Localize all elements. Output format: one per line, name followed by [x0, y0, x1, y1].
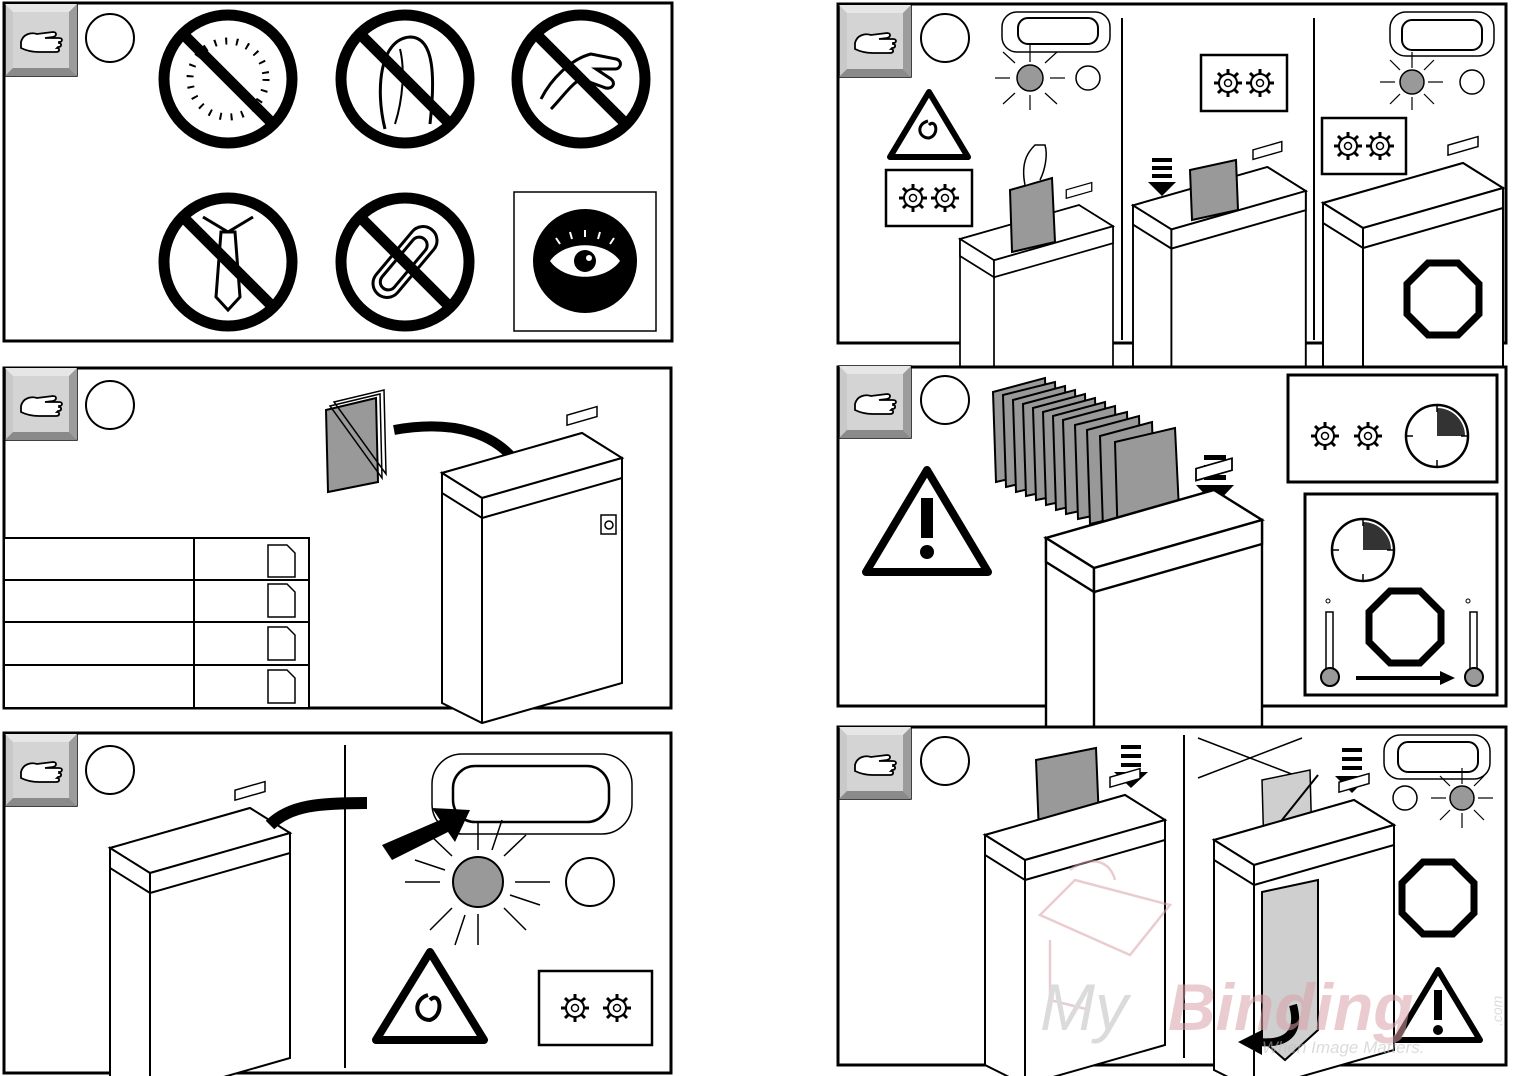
clock-icon [1406, 405, 1468, 467]
capacity-table [4, 538, 309, 708]
clock-icon [1332, 519, 1394, 581]
watermark-brand-binding: Binding [1168, 970, 1414, 1044]
sheet-icon [268, 670, 295, 703]
hand-icon [839, 727, 911, 799]
eye-protection-sign [514, 192, 656, 331]
hand-icon [839, 366, 911, 438]
logo-mark-icon [601, 515, 616, 534]
cooling-box [1305, 494, 1497, 695]
step-circle-icon [86, 381, 134, 429]
watermark-brand-my: My [1040, 970, 1132, 1044]
step-circle-icon [86, 746, 134, 794]
no-necklace-sign [164, 15, 292, 143]
sheet-icon [268, 584, 295, 617]
watermark-tagline: When Image Matters. [1262, 1038, 1425, 1057]
step-circle-icon [86, 14, 134, 62]
hand-icon [5, 4, 77, 76]
panel-paper-capacity [4, 368, 671, 723]
stop-octagon-icon [1402, 862, 1474, 934]
sheet-icon [268, 545, 295, 577]
step-circle-icon [921, 14, 969, 62]
paper-stack-icon [326, 390, 386, 492]
step-circle-icon [921, 737, 969, 785]
no-hands-sign [517, 15, 645, 143]
gears-clock-box [1288, 375, 1497, 482]
gears-icon [1322, 118, 1406, 174]
paper-sheet [1010, 178, 1055, 252]
gears-icon [886, 170, 972, 226]
led-off-icon [566, 858, 614, 906]
no-tie-sign [164, 198, 292, 326]
stop-octagon-icon [1369, 591, 1441, 663]
paper-sheet [1190, 160, 1238, 220]
panel-prohibition-signs [4, 3, 672, 341]
panel-switch-on [4, 733, 671, 1076]
switch-button [453, 766, 609, 822]
hand-icon [5, 368, 77, 440]
no-long-hair-sign [341, 15, 469, 143]
stop-octagon-icon [1407, 263, 1479, 335]
step-circle-icon [921, 376, 969, 424]
no-paperclip-sign [341, 198, 469, 326]
led-light-icon [1431, 768, 1493, 828]
gears-icon [539, 971, 652, 1045]
hand-icon [5, 734, 77, 806]
gears-icon [1201, 55, 1287, 111]
watermark-brand-com: .com [1489, 995, 1505, 1026]
hand-icon [839, 5, 911, 77]
sheet-icon [268, 627, 295, 660]
